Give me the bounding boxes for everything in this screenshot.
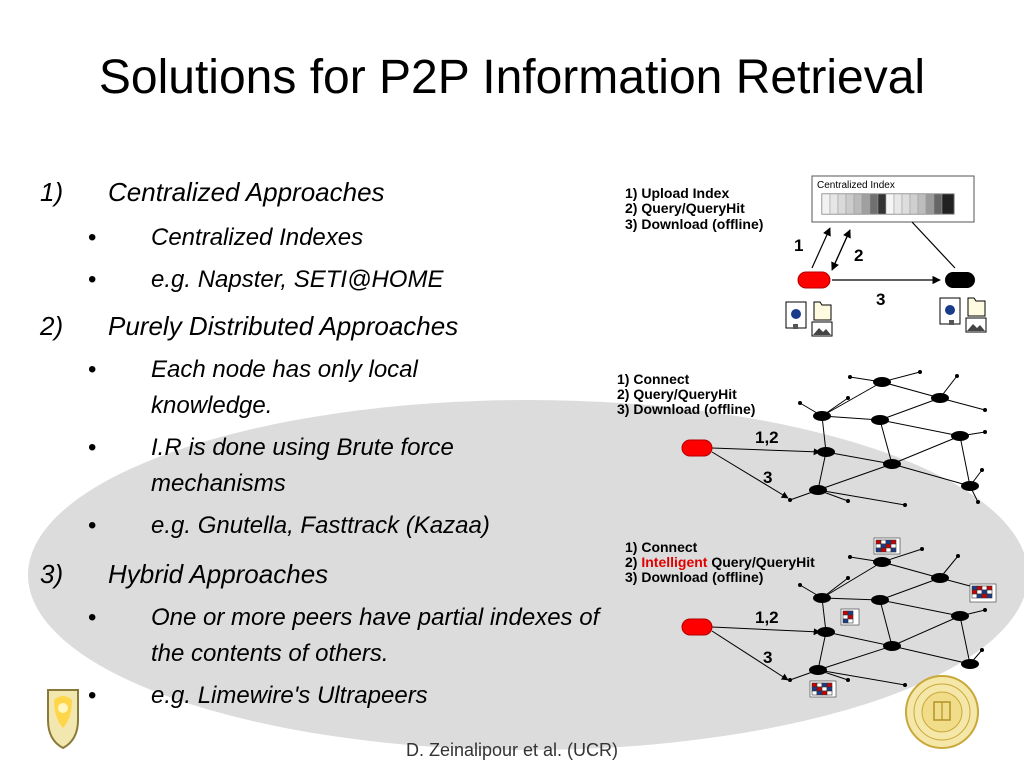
serving-peer [945, 272, 975, 288]
bullet-text: I.R is done using Brute force mechanisms [151, 434, 454, 497]
index-bar [821, 193, 955, 215]
diagram2-step-1: 1) Connect [617, 371, 690, 387]
background-ellipse [28, 400, 1024, 750]
bullet-text: e.g. Gnutella, Fasttrack (Kazaa) [151, 512, 490, 539]
outline-number: 3) [40, 559, 64, 589]
picture-icon [811, 321, 833, 337]
arrow-label-query: 2 [854, 246, 864, 265]
outline-number: 1) [40, 177, 64, 207]
requesting-peer [681, 618, 713, 636]
diagram1-step-2: 2) Query/QueryHit [625, 200, 745, 216]
small-block-icon [793, 324, 798, 329]
step2-prefix: 2) [625, 554, 642, 570]
hybrid-nodes [788, 547, 987, 687]
arrow-label-download: 3 [763, 648, 773, 667]
folder-icon [813, 301, 832, 321]
slide-title: Solutions for P2P Information Retrieval [98, 51, 926, 104]
bullet-text: Centralized Indexes [151, 224, 364, 251]
centralized-diagram [785, 175, 987, 337]
partial-index-grid-icon [809, 680, 837, 698]
partial-index-grid-icon [840, 608, 860, 626]
bullet-glyph: • [88, 266, 97, 293]
bullet-text: e.g. Limewire's Ultrapeers [151, 682, 428, 709]
folder-icon [967, 297, 986, 317]
outline-heading: Hybrid Approaches [108, 559, 329, 589]
outline-number: 2) [40, 311, 64, 341]
bullet-glyph: • [88, 356, 97, 383]
distributed-nodes [788, 370, 987, 507]
bullet-text: Each node has only local knowledge. [151, 356, 418, 419]
bullet-text: e.g. Napster, SETI@HOME [151, 266, 444, 293]
step2-highlight: Intelligent [641, 554, 708, 570]
bullet-glyph: • [88, 682, 97, 709]
arrow-label-download: 3 [876, 290, 886, 309]
diagram1-step-1: 1) Upload Index [625, 185, 730, 201]
diagram2-step-2: 2) Query/QueryHit [617, 386, 737, 402]
diagram3-step-2: 2) Intelligent Query/QueryHit [625, 555, 815, 570]
bullet-glyph: • [88, 224, 97, 251]
arrow-label-upload: 1 [794, 236, 804, 255]
diagram1-step-3: 3) Download (offline) [625, 216, 764, 232]
small-block-icon [949, 320, 954, 325]
distributed-diagram [711, 371, 986, 506]
slide-footer: D. Zeinalipour et al. (UCR) [405, 740, 619, 760]
outline-heading: Purely Distributed Approaches [108, 311, 459, 341]
requesting-peer [797, 271, 831, 289]
diagram3-step-3: 3) Download (offline) [625, 569, 764, 585]
outline-heading: Centralized Approaches [108, 177, 385, 207]
requesting-peer [681, 439, 713, 457]
partial-index-grid-icon [873, 537, 901, 555]
picture-icon [965, 317, 987, 333]
arrow-label-connect-query: 1,2 [755, 608, 779, 627]
centralized-index-label: Centralized Index [817, 180, 895, 191]
bullet-glyph: • [88, 512, 97, 539]
bullet-text: One or more peers have partial indexes o… [151, 604, 600, 667]
university-seal-logo [905, 675, 979, 749]
step2-suffix: Query/QueryHit [707, 554, 815, 570]
diagram2-step-3: 3) Download (offline) [617, 401, 756, 417]
partial-index-grid-icon [969, 583, 997, 603]
arrow-label-download: 3 [763, 468, 773, 487]
arrow-label-connect-query: 1,2 [755, 428, 779, 447]
bullet-glyph: • [88, 434, 97, 461]
bullet-glyph: • [88, 604, 97, 631]
document-icon [785, 301, 807, 329]
diagram3-step-1: 1) Connect [625, 539, 698, 555]
shield-logo [47, 689, 79, 750]
